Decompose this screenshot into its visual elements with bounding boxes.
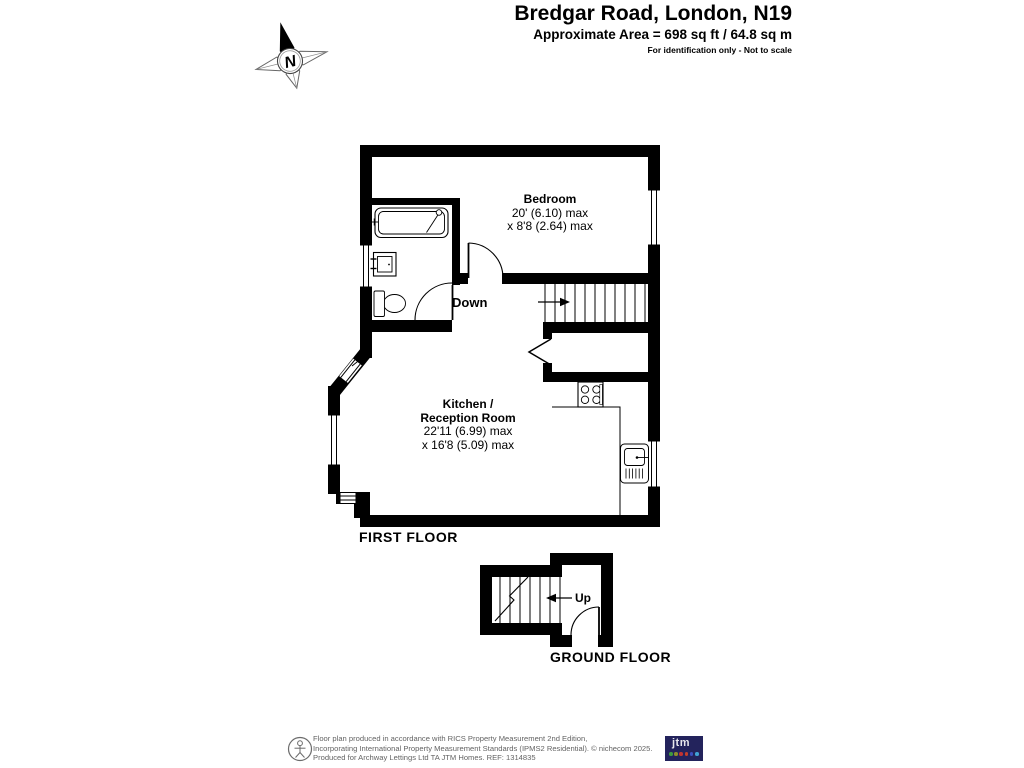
logo-dot: [674, 752, 678, 756]
stairs-down-label: Down: [452, 295, 488, 310]
kitchen-dim-1: 22'11 (6.99) max: [423, 424, 513, 438]
first-floor-title: FIRST FLOOR: [359, 529, 458, 545]
ground-floor-title: GROUND FLOOR: [550, 649, 672, 665]
kitchen-name-line1: Kitchen /: [442, 397, 494, 411]
logo-dots: [669, 752, 699, 756]
door-bathroom: [414, 282, 454, 321]
window-bathroom-left: [359, 244, 373, 288]
logo-dot: [669, 752, 673, 756]
down-arrow-icon: [538, 297, 570, 307]
kitchen-sink: [620, 443, 649, 484]
measurement-person-icon: [287, 736, 313, 762]
door-bedroom: [467, 242, 504, 279]
bedroom-dim-1: 20' (6.10) max: [511, 205, 589, 220]
window-kitchen-bottom: [339, 492, 357, 504]
bedroom-label: Bedroom 20' (6.10) max x 8'8 (2.64) max: [440, 192, 660, 234]
bedroom-name: Bedroom: [523, 192, 577, 206]
footer-line-3: Produced for Archway Lettings Ltd TA JTM…: [313, 753, 536, 763]
bedroom-dim-2: x 8'8 (2.64) max: [507, 219, 593, 233]
approximate-area: Approximate Area = 698 sq ft / 64.8 sq m: [533, 27, 792, 42]
kitchen-name-line2: Reception Room: [420, 410, 516, 425]
hob-stove: [577, 381, 604, 408]
ground-floor-stairs: [494, 576, 561, 623]
toilet: [373, 290, 406, 317]
window-kitchen-diagonal: [339, 357, 363, 383]
compass-rose-icon: N: [254, 22, 329, 90]
footer-disclaimer: Floor plan produced in accordance with R…: [313, 734, 652, 763]
footer-line-1: Floor plan produced in accordance with R…: [313, 734, 588, 743]
logo-dot: [689, 752, 694, 756]
logo-dot: [679, 752, 683, 756]
kitchen-label: Kitchen / Reception Room 22'11 (6.99) ma…: [358, 397, 578, 452]
ground-floor-walls: [480, 553, 613, 647]
page-title: Bredgar Road, London, N19: [514, 2, 792, 25]
window-bedroom-right: [647, 189, 661, 246]
compass-north-letter: N: [283, 53, 299, 72]
first-floor-doors: [414, 242, 552, 366]
logo-dot: [694, 752, 699, 756]
door-entrance: [570, 606, 600, 636]
logo-text: jtm: [672, 737, 690, 749]
footer-line-2: Incorporating International Property Mea…: [313, 743, 653, 753]
window-kitchen-right: [647, 440, 661, 488]
logo-dot: [684, 752, 689, 756]
first-floor-windows: [327, 189, 661, 504]
jtm-homes-logo: jtm: [665, 736, 703, 761]
stairs-up-label: Up: [575, 591, 591, 605]
window-kitchen-left: [327, 414, 341, 466]
bathroom-sink: [370, 251, 397, 277]
first-floor-stairs: [544, 284, 646, 322]
up-arrow-icon: [546, 593, 572, 603]
disclaimer-note: For identification only - Not to scale: [647, 45, 792, 55]
stairs-break-line: [494, 576, 529, 622]
kitchen-dim-2: x 16'8 (5.09) max: [421, 437, 515, 452]
bathtub: [370, 207, 449, 239]
door-closet: [527, 338, 552, 366]
